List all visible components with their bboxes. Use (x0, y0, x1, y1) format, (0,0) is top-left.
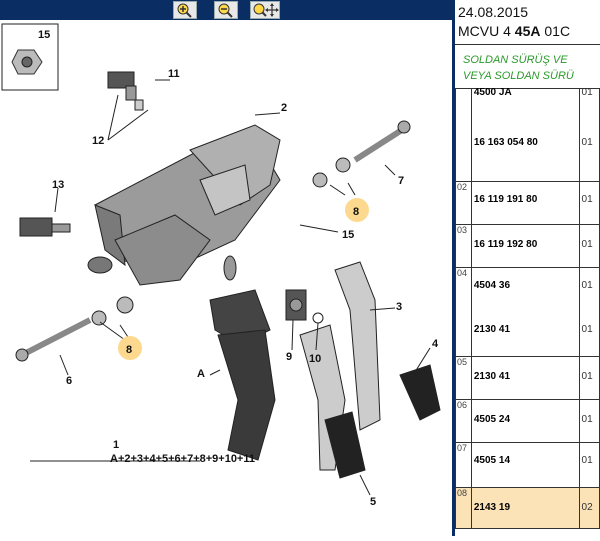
pedal-assembly-drawing: 15 (1, 23, 441, 508)
pivot-pin-6 (15, 296, 134, 362)
part-ref: 4504 36 (473, 280, 511, 291)
table-row[interactable]: 4500 JA 16 163 054 80 01 01 (455, 87, 600, 182)
callout-9: 9 (286, 351, 292, 363)
callout-7: 7 (398, 175, 404, 187)
part-ref: 2130 41 (473, 371, 511, 382)
part-qty: 01 (581, 87, 593, 98)
inset-label: 15 (38, 29, 50, 41)
row-index: 02 (455, 181, 472, 225)
part-qty: 01 (581, 324, 593, 335)
stop-switch (19, 217, 71, 237)
formula-label: A+2+3+4+5+6+7+8+9+10+11 (110, 453, 255, 465)
table-row[interactable]: 07 4505 14 01 (455, 442, 600, 488)
row-index: 03 (455, 224, 472, 268)
clutch-pedal (334, 261, 441, 431)
catalog-date: 24.08.2015 (458, 4, 529, 20)
row-index (455, 88, 472, 182)
callout-3: 3 (396, 301, 402, 313)
part-qty: 01 (581, 194, 593, 205)
brake-pedal (299, 324, 366, 479)
callout-8-badge (345, 198, 369, 222)
exploded-parts-diagram: 15 (0, 20, 452, 536)
leader-lines (30, 79, 431, 496)
part-qty: 01 (581, 414, 593, 425)
parts-table: 4500 JA 16 163 054 80 01 01 02 16 119 19… (455, 87, 600, 529)
zoom-pan-button[interactable] (250, 1, 280, 19)
part-qty: 01 (581, 371, 593, 382)
pedal-bracket (87, 124, 281, 286)
zoom-in-button[interactable] (173, 1, 197, 19)
callout-15: 15 (342, 229, 354, 241)
part-ref: 16 119 191 80 (473, 194, 538, 205)
part-qty: 01 (581, 455, 593, 466)
table-row[interactable]: 06 4505 24 01 (455, 399, 600, 443)
row-index: 04 (455, 267, 472, 357)
row-index: 07 (455, 442, 472, 488)
note-line-2: VEYA SOLDAN SÜRÜ (463, 70, 574, 82)
part-qty: 01 (581, 137, 593, 148)
callout-8-lower: 8 (126, 344, 132, 356)
row-index: 08 (455, 487, 472, 529)
parts-list-panel: 24.08.2015 MCVU 4 45A 01C SOLDAN SÜRÜŞ V… (455, 0, 600, 536)
row-index: 05 (455, 356, 472, 400)
note-line-1: SOLDAN SÜRÜŞ VE (463, 54, 568, 66)
callout-10: 10 (309, 353, 321, 365)
callout-6: 6 (66, 375, 72, 387)
zoom-out-icon (218, 3, 233, 18)
part-ref: 4505 14 (473, 455, 511, 466)
panel-divider[interactable] (452, 0, 455, 536)
diagram-toolbar (0, 0, 452, 20)
part-qty: 02 (581, 502, 593, 513)
callout-A: A (197, 368, 205, 380)
part-ref: 16 163 054 80 (473, 137, 538, 148)
table-row[interactable]: 03 16 119 192 80 01 (455, 224, 600, 268)
callout-8: 8 (353, 206, 359, 218)
callout-4: 4 (432, 338, 439, 350)
table-row-selected[interactable]: 08 2143 19 02 (455, 487, 600, 529)
zoom-in-icon (177, 3, 192, 18)
nut-icon (11, 49, 43, 75)
header-divider (455, 44, 600, 45)
zoom-pan-icon (253, 3, 279, 17)
callout-12: 12 (92, 135, 104, 147)
callout-1: 1 (113, 439, 119, 451)
zoom-out-button[interactable] (214, 1, 238, 19)
catalog-code: MCVU 4 45A 01C (458, 23, 571, 39)
part-ref: 4500 JA (473, 87, 512, 98)
part-ref: 4505 24 (473, 414, 511, 425)
sensor-part (107, 71, 144, 111)
table-row[interactable]: 05 2130 41 01 (455, 356, 600, 400)
callout-11: 11 (168, 68, 180, 80)
callout-8-badge-lower (118, 336, 142, 360)
spring-clip (285, 289, 324, 324)
part-ref: 16 119 192 80 (473, 239, 538, 250)
table-row[interactable]: 04 4504 36 2130 41 01 01 (455, 267, 600, 357)
part-qty: 01 (581, 280, 593, 291)
pivot-pin-7 (312, 120, 411, 188)
accelerator-pedal (209, 255, 276, 461)
callout-2: 2 (281, 102, 287, 114)
part-qty: 01 (581, 239, 593, 250)
part-ref: 2130 41 (473, 324, 511, 335)
part-ref: 2143 19 (473, 502, 511, 513)
row-index: 06 (455, 399, 472, 443)
table-row[interactable]: 02 16 119 191 80 01 (455, 181, 600, 225)
callout-5: 5 (370, 496, 376, 508)
callout-13: 13 (52, 179, 64, 191)
